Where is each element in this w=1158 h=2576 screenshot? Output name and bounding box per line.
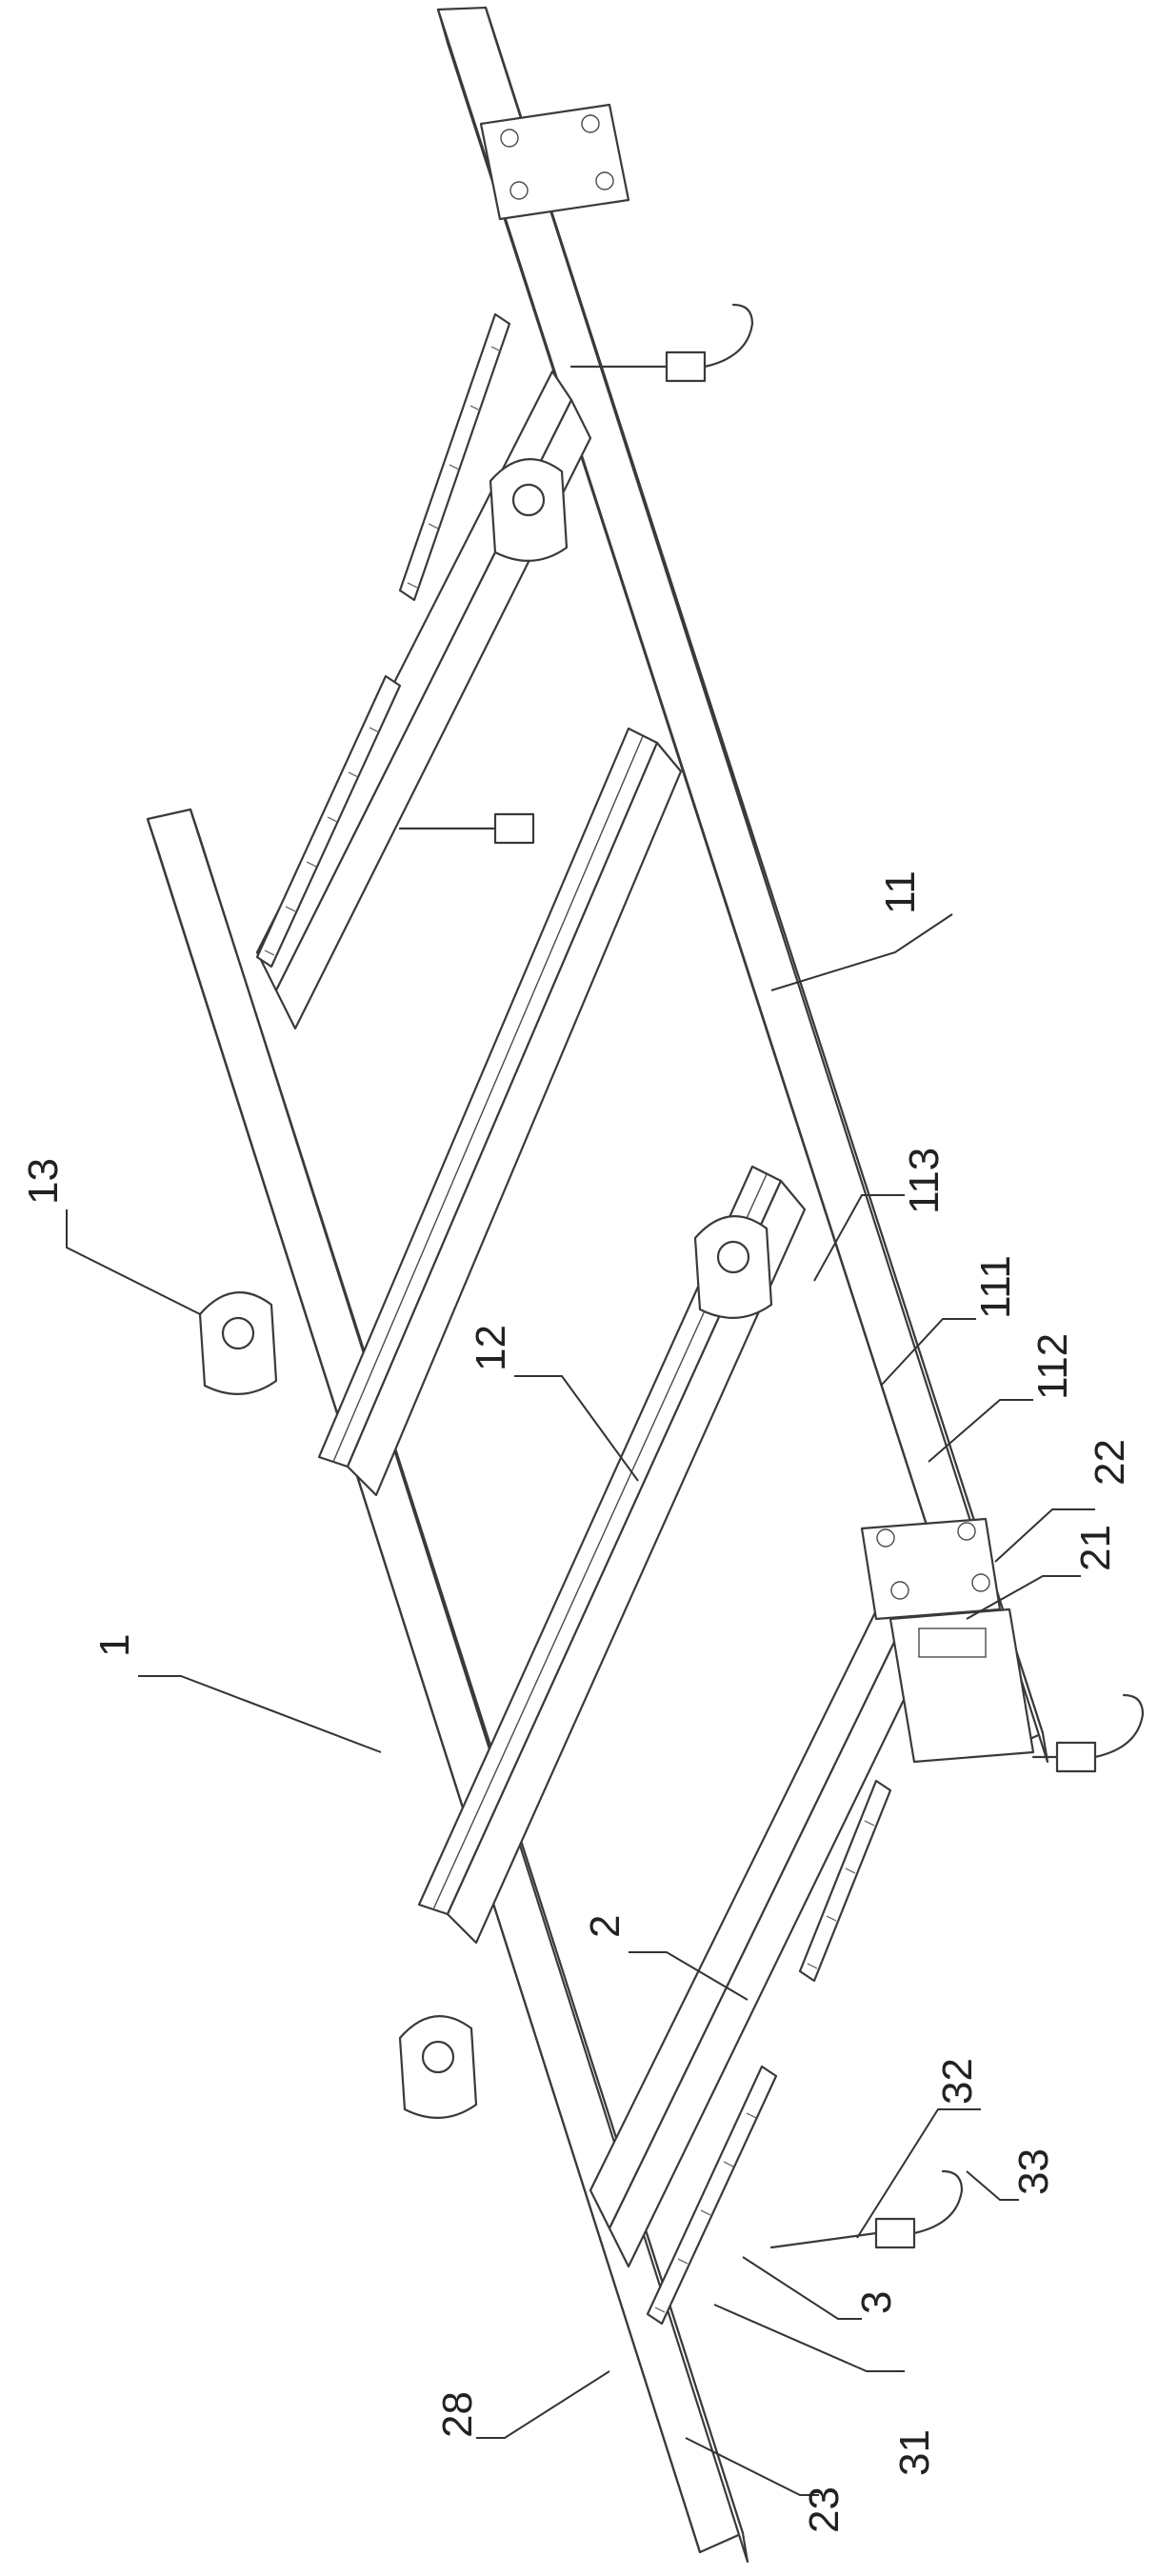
label-23: 23 <box>801 2486 848 2533</box>
label-12: 12 <box>468 1325 514 1371</box>
scale-ruler-right <box>798 1779 892 1983</box>
label-21: 21 <box>1072 1525 1119 1571</box>
label-32: 32 <box>934 2058 981 2105</box>
slider-22 <box>860 1517 1002 1621</box>
hook-right <box>1031 1693 1145 1773</box>
scale-ruler-upper <box>255 674 402 968</box>
mount-ear-top <box>489 458 569 562</box>
label-113: 113 <box>901 1148 948 1214</box>
hook-mid <box>398 812 535 845</box>
label-1: 1 <box>91 1634 138 1657</box>
rail-12 <box>317 727 807 1945</box>
part-labels: 11 113 111 112 22 21 13 12 1 2 32 33 3 2… <box>20 870 1133 2533</box>
label-11: 11 <box>877 870 924 914</box>
beam-11 <box>436 6 1049 1764</box>
leader-lines <box>66 913 1095 2496</box>
hook-top <box>569 303 754 383</box>
label-28: 28 <box>434 2391 481 2438</box>
label-22: 22 <box>1087 1439 1133 1486</box>
label-33: 33 <box>1010 2148 1057 2195</box>
mount-ear-lower <box>398 2015 478 2119</box>
mount-ear-13 <box>198 1291 278 1395</box>
label-3: 3 <box>853 2291 900 2314</box>
mount-ear-mid <box>693 1215 773 1319</box>
label-31: 31 <box>891 2429 938 2476</box>
label-2: 2 <box>582 1915 629 1938</box>
slider-21 <box>888 1608 1035 1764</box>
hook-33 <box>769 2169 964 2249</box>
label-112: 112 <box>1029 1333 1076 1400</box>
slider-top <box>479 103 630 221</box>
label-111: 111 <box>972 1255 1019 1319</box>
scale-ruler-top <box>398 312 511 602</box>
beam-1 <box>146 808 749 2564</box>
scale-ruler-lower <box>646 2065 778 2326</box>
label-13: 13 <box>20 1158 67 1205</box>
